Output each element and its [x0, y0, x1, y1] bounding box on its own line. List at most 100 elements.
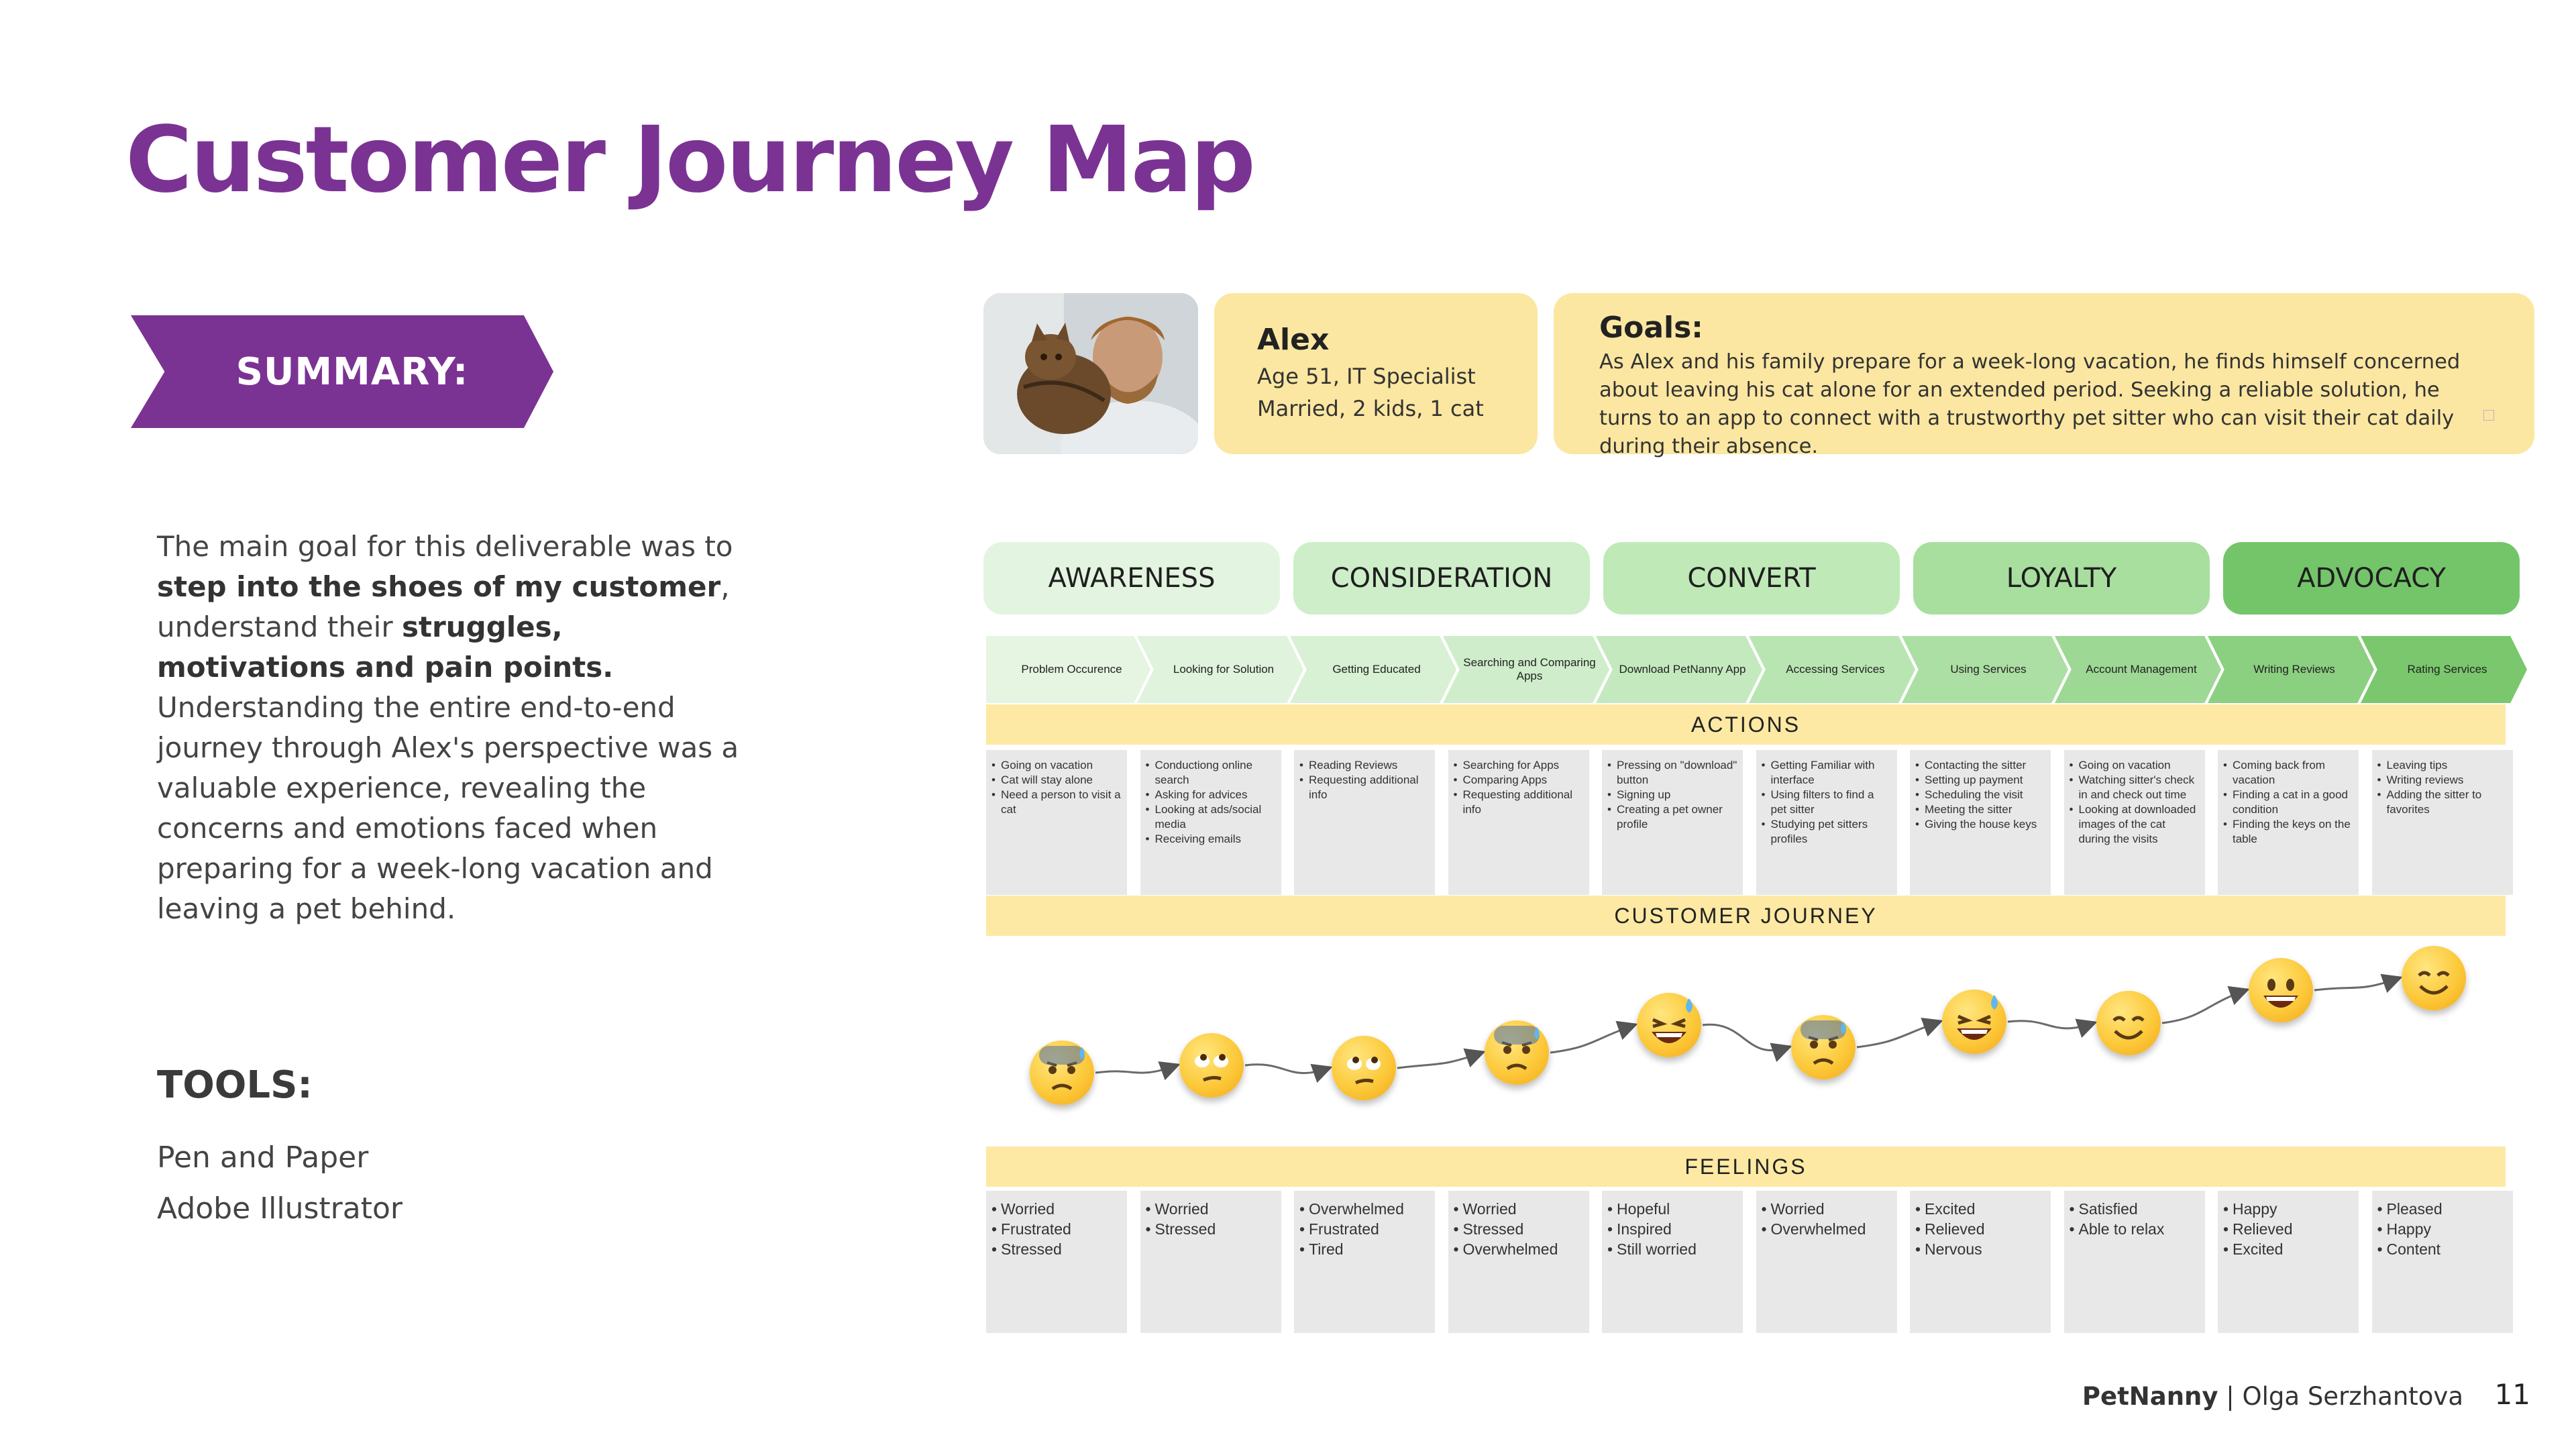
cell-list: Contacting the sitterSetting up paymentS… [1915, 758, 2045, 832]
feeling-item: Overwhelmed [1299, 1199, 1430, 1219]
feeling-item: Frustrated [1299, 1219, 1430, 1239]
feeling-item: Able to relax [2070, 1219, 2200, 1239]
cell-list: Reading ReviewsRequesting additional inf… [1299, 758, 1430, 802]
step-label: Searching and Comparing Apps [1463, 656, 1596, 682]
tool-item: Adobe Illustrator [157, 1191, 402, 1226]
action-item: Requesting additional info [1454, 788, 1584, 817]
action-item: Searching for Apps [1454, 758, 1584, 773]
journey-connector [1702, 1023, 1792, 1062]
action-item: Creating a pet owner profile [1607, 802, 1737, 832]
journey-connector [1550, 1020, 1638, 1054]
step-chevron: Using Services [1902, 636, 2068, 703]
cell-list: Going on vacationWatching sitter's check… [2070, 758, 2200, 847]
action-item: Scheduling the visit [1915, 788, 2045, 802]
feeling-item: Frustrated [991, 1219, 1122, 1239]
eye-roll-face-icon [1332, 1036, 1396, 1100]
action-item: Going on vacation [991, 758, 1122, 773]
step-chevron: Accessing Services [1749, 636, 1915, 703]
action-item: Contacting the sitter [1915, 758, 2045, 773]
persona-card: Alex Age 51, IT Specialist Married, 2 ki… [1214, 293, 1538, 454]
summary-text-part: Understanding the entire end-to-end jour… [157, 691, 739, 925]
tool-item: Pen and Paper [157, 1140, 369, 1175]
step-chevron: Looking for Solution [1137, 636, 1303, 703]
cell-list: Coming back from vacationFinding a cat i… [2223, 758, 2353, 847]
smiling-face-icon [2402, 946, 2466, 1010]
summary-text-bold: step into the shoes of my customer [157, 570, 721, 603]
step-chevron: Rating Services [2361, 636, 2527, 703]
feeling-item: Happy [2377, 1219, 2508, 1239]
smiling-face-icon [2096, 991, 2161, 1055]
feeling-cell: ExcitedRelievedNervous [1910, 1191, 2051, 1333]
journey-connector [2314, 973, 2403, 994]
eye-roll-face-icon [1179, 1033, 1244, 1098]
footer-author: Olga Serzhantova [2242, 1382, 2464, 1411]
action-item: Adding the sitter to favorites [2377, 788, 2508, 817]
feeling-item: Worried [1146, 1199, 1276, 1219]
step-chevron: Account Management [2055, 636, 2221, 703]
cell-list: ExcitedRelievedNervous [1915, 1199, 2045, 1259]
action-item: Going on vacation [2070, 758, 2200, 773]
feeling-item: Excited [1915, 1199, 2045, 1219]
step-chevron: Searching and Comparing Apps [1443, 636, 1609, 703]
step-chevron: Writing Reviews [2208, 636, 2374, 703]
cell-list: Pressing on "download" buttonSigning upC… [1607, 758, 1737, 832]
feeling-item: Tired [1299, 1239, 1430, 1259]
persona-family: Married, 2 kids, 1 cat [1257, 396, 1484, 421]
journey-connector [2007, 1018, 2098, 1038]
step-label: Looking for Solution [1173, 663, 1275, 676]
step-label: Rating Services [2407, 663, 2487, 676]
feeling-cell: HappyRelievedExcited [2218, 1191, 2359, 1333]
grinning-sweat-face-icon [1942, 990, 2006, 1054]
cell-list: WorriedOverwhelmed [1762, 1199, 1892, 1239]
goals-title: Goals: [1599, 311, 1703, 345]
tools-heading: TOOLS: [157, 1063, 313, 1107]
feeling-cell: PleasedHappyContent [2371, 1191, 2513, 1333]
step-chevron: Problem Occurence [986, 636, 1150, 703]
action-item: Using filters to find a pet sitter [1762, 788, 1892, 817]
feeling-item: Overwhelmed [1454, 1239, 1584, 1259]
cell-list: Getting Familiar with interfaceUsing fil… [1762, 758, 1892, 847]
action-item: Writing reviews [2377, 773, 2508, 788]
feeling-item: Pleased [2377, 1199, 2508, 1219]
cell-list: PleasedHappyContent [2377, 1199, 2508, 1259]
feeling-item: Excited [2223, 1239, 2353, 1259]
action-item: Asking for advices [1146, 788, 1276, 802]
step-chevron: Download PetNanny App [1596, 636, 1762, 703]
action-item: Studying pet sitters profiles [1762, 817, 1892, 847]
action-item: Finding a cat in a good condition [2223, 788, 2353, 817]
footer: PetNanny | Olga Serzhantova [2082, 1382, 2463, 1411]
journey-connector [1244, 1063, 1333, 1083]
feeling-item: Stressed [1454, 1219, 1584, 1239]
step-label: Accessing Services [1786, 663, 1885, 676]
page-number: 11 [2494, 1378, 2530, 1411]
feeling-item: Still worried [1607, 1239, 1737, 1259]
feeling-item: Stressed [1146, 1219, 1276, 1239]
action-cell: Conductiong online searchAsking for advi… [1140, 750, 1281, 895]
action-item: Receiving emails [1146, 832, 1276, 847]
action-item: Comparing Apps [1454, 773, 1584, 788]
feeling-item: Satisfied [2070, 1199, 2200, 1219]
anxious-sweat-face-icon [1791, 1015, 1856, 1079]
feeling-cell: HopefulInspiredStill worried [1602, 1191, 1743, 1333]
cell-list: Leaving tipsWriting reviewsAdding the si… [2377, 758, 2508, 817]
feeling-item: Inspired [1607, 1219, 1737, 1239]
summary-text-part: understand their [157, 610, 402, 643]
journey-connector [1397, 1048, 1486, 1069]
feeling-item: Relieved [1915, 1219, 2045, 1239]
action-cell: Getting Familiar with interfaceUsing fil… [1756, 750, 1897, 895]
stage-awareness: AWARENESS [983, 542, 1280, 615]
text-box-handle-icon [2483, 410, 2494, 421]
cell-list: WorriedStressedOverwhelmed [1454, 1199, 1584, 1259]
cell-list: SatisfiedAble to relax [2070, 1199, 2200, 1239]
cell-list: Going on vacationCat will stay aloneNeed… [991, 758, 1122, 817]
cell-list: HappyRelievedExcited [2223, 1199, 2353, 1259]
step-label: Download PetNanny App [1619, 663, 1746, 676]
feeling-item: Worried [1762, 1199, 1892, 1219]
page-title: Customer Journey Map [125, 107, 1256, 213]
summary-paragraph: The main goal for this deliverable was t… [157, 527, 761, 929]
cell-list: OverwhelmedFrustratedTired [1299, 1199, 1430, 1259]
feeling-cell: WorriedStressed [1140, 1191, 1281, 1333]
action-item: Getting Familiar with interface [1762, 758, 1892, 788]
step-label: Getting Educated [1332, 663, 1421, 676]
